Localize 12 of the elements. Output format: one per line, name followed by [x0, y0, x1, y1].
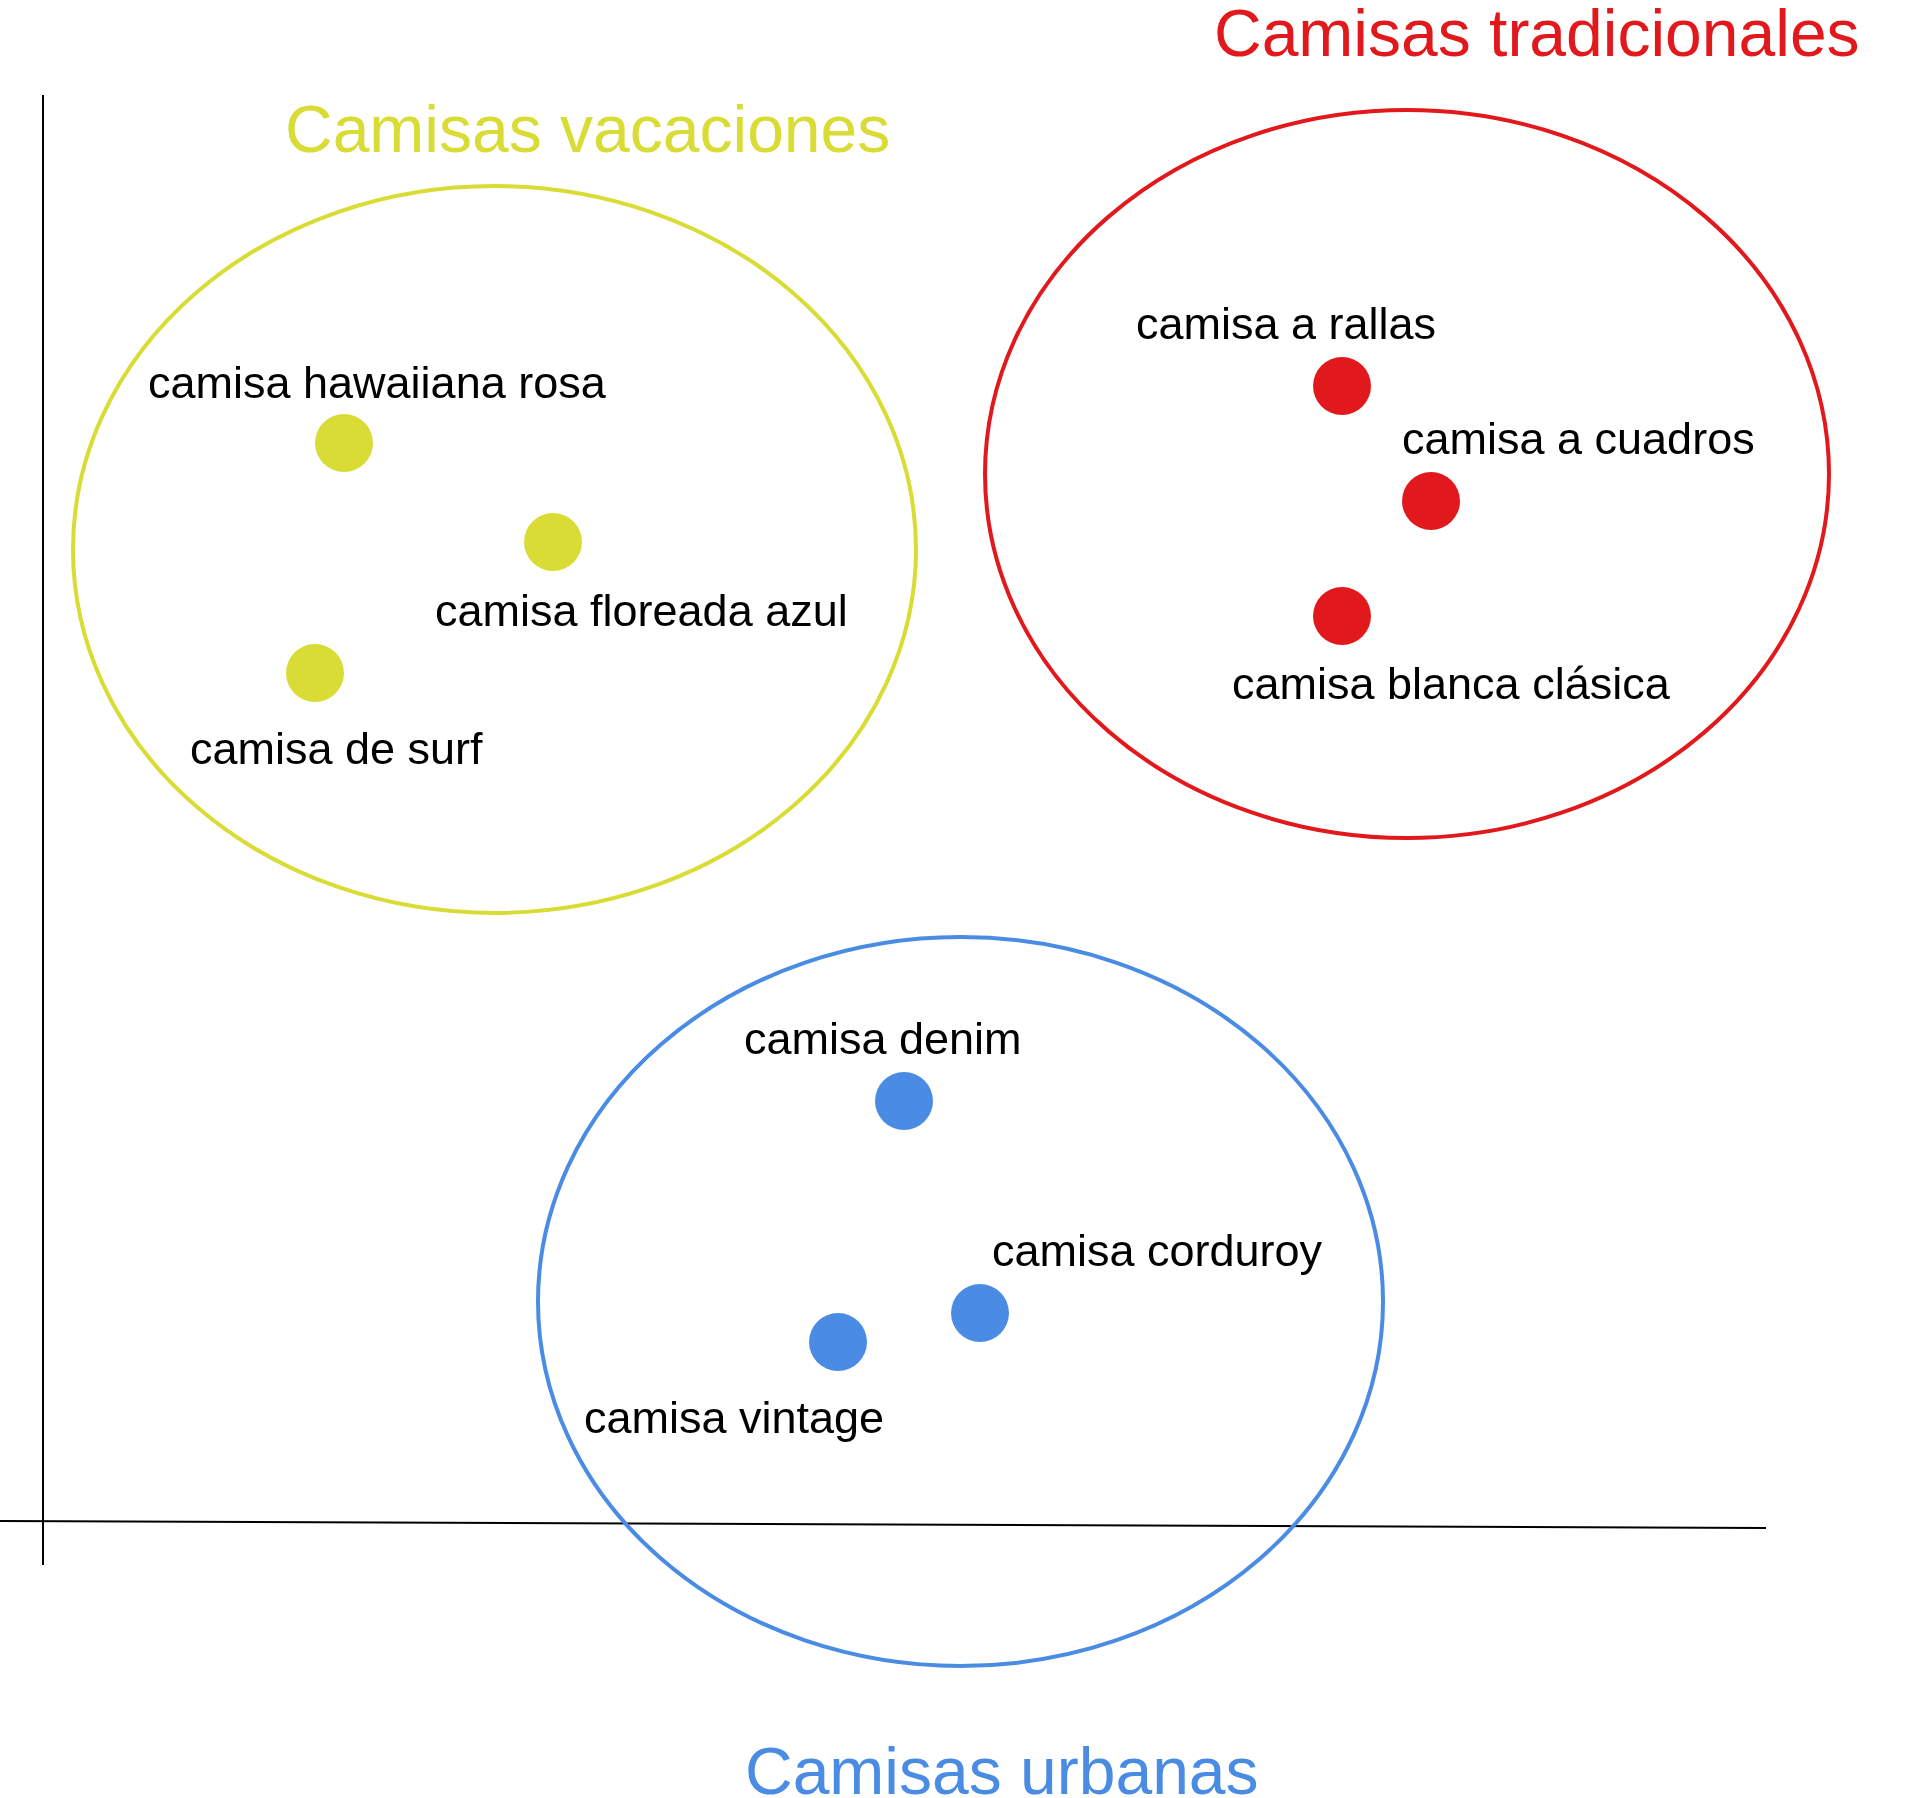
group-title: Camisas vacaciones: [285, 96, 891, 162]
point-label: camisa a cuadros: [1402, 416, 1755, 461]
point-label: camisa hawaiiana rosa: [148, 360, 606, 405]
point-label: camisa vintage: [584, 1395, 885, 1440]
point-label: camisa a rallas: [1136, 301, 1437, 346]
point-label: camisa denim: [744, 1016, 1022, 1061]
group-title: Camisas tradicionales: [1214, 0, 1860, 66]
point-label: camisa corduroy: [992, 1228, 1323, 1273]
group-title: Camisas urbanas: [745, 1738, 1259, 1798]
point-label: camisa blanca clásica: [1232, 661, 1670, 706]
point-label: camisa floreada azul: [435, 588, 848, 633]
point-label: camisa de surf: [190, 726, 483, 771]
